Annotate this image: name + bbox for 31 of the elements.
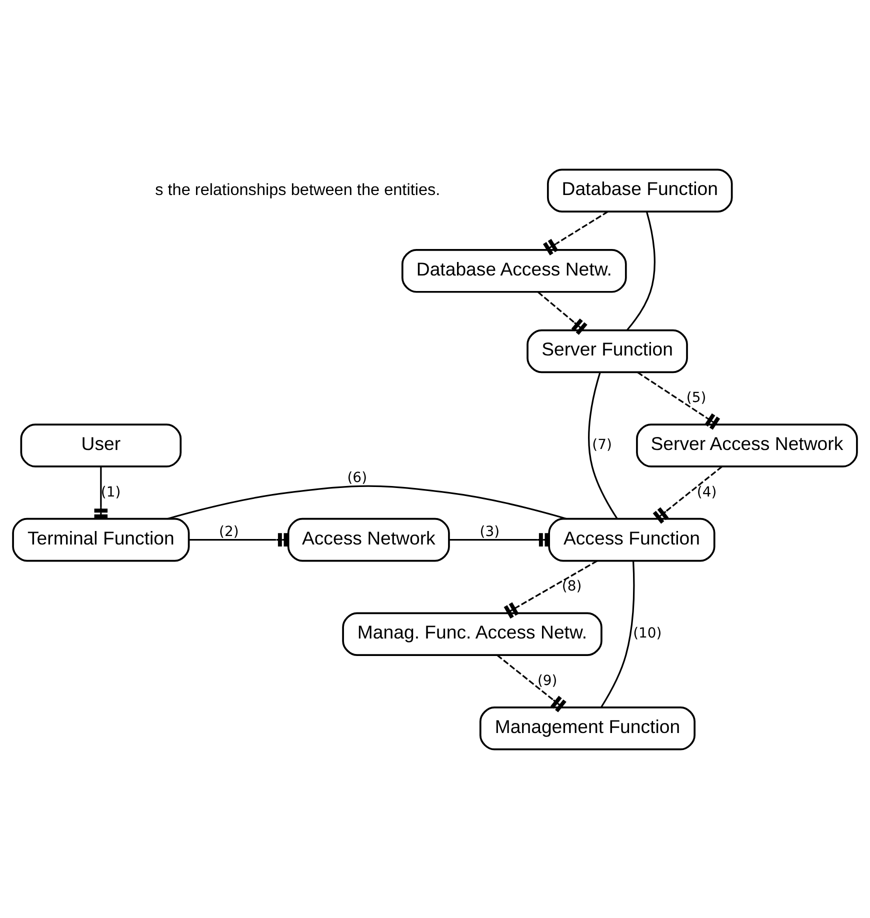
node-box: Terminal Function <box>12 517 190 562</box>
node-box: User <box>20 423 182 467</box>
connector <box>637 371 720 430</box>
node-box: Database Function <box>546 168 733 212</box>
label: s the relationships between the entities. <box>155 180 440 198</box>
connector <box>538 291 588 334</box>
connector <box>542 210 608 255</box>
edge-label: (6) <box>347 470 368 486</box>
connector <box>626 211 656 330</box>
connector <box>166 484 567 520</box>
edge-label: (5) <box>686 389 706 406</box>
edge-label: (9) <box>537 672 558 688</box>
node-box: Database Access Netw. <box>401 248 627 292</box>
connector <box>588 372 618 519</box>
edge-label: (2) <box>219 523 239 540</box>
connector <box>504 560 598 618</box>
node-box: Access Function <box>548 517 716 562</box>
edge-label: (10) <box>633 625 662 642</box>
node-box: Management Function <box>479 706 696 750</box>
edge-label: (1) <box>100 484 121 500</box>
connector <box>496 654 566 712</box>
edge-label: (7) <box>592 436 612 453</box>
edge-label: (8) <box>562 578 582 594</box>
connector <box>600 560 635 708</box>
connector <box>652 466 722 524</box>
node-box: Manag. Func. Access Netw. <box>342 612 602 656</box>
node-box: Server Function <box>526 328 688 373</box>
node-box: Access Network <box>287 517 450 562</box>
edge-label: (4) <box>696 484 717 500</box>
edge-label: (3) <box>480 523 500 540</box>
node-box: Server Access Network <box>636 423 858 467</box>
